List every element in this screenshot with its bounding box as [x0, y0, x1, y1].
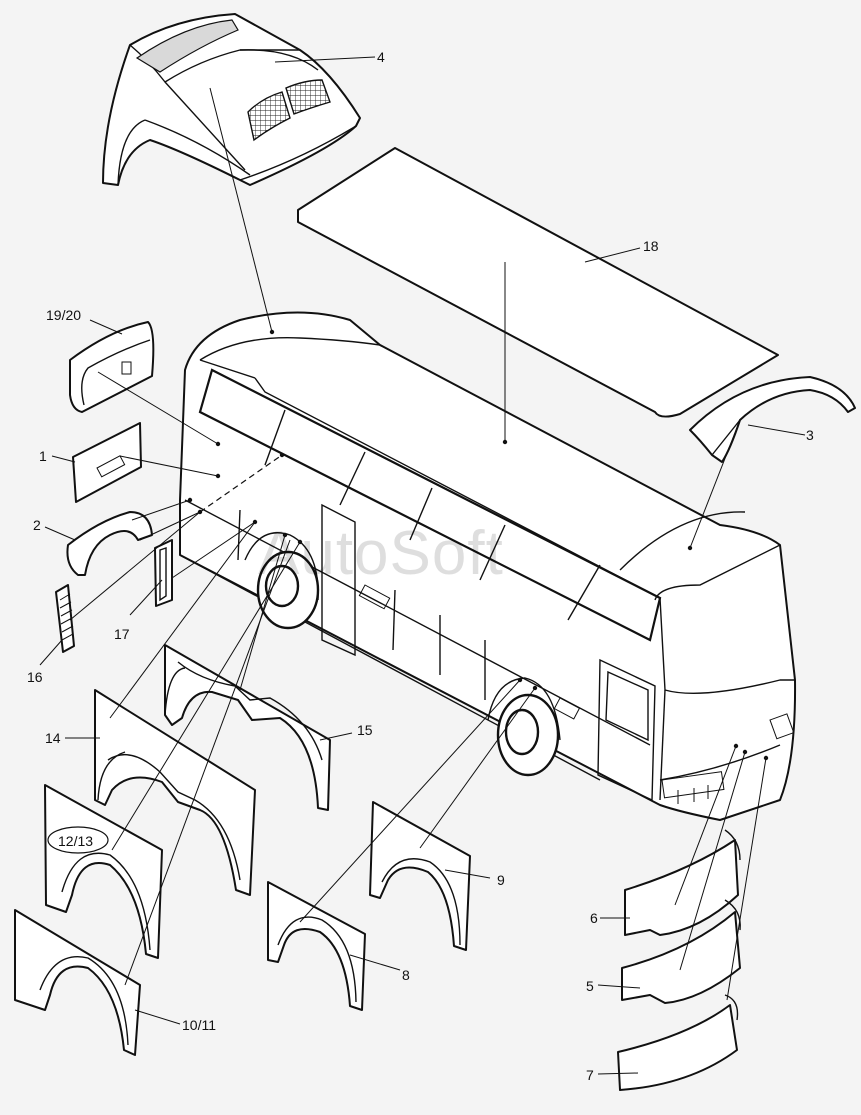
roof-cap-front-grille-right — [285, 79, 331, 115]
callout-18: 18 — [643, 238, 659, 254]
part-18-roof-panel — [297, 147, 779, 418]
watermark: AutoSoft — [258, 519, 504, 588]
callout-9: 9 — [497, 872, 505, 888]
callout-3: 3 — [806, 427, 814, 443]
callout-17: 17 — [114, 626, 130, 642]
part-7-rear-bumper-section — [617, 994, 739, 1091]
callout-19-20: 19/20 — [46, 307, 82, 323]
callout-16: 16 — [27, 669, 43, 685]
part-2-wheel-trim — [66, 511, 153, 576]
callout-12-13-frame — [47, 826, 109, 854]
leader-lines — [39, 56, 806, 1075]
part-5-rear-bumper-section — [621, 899, 741, 1004]
part-16-vent-grille — [55, 584, 75, 653]
callout-7: 7 — [586, 1067, 594, 1083]
part-14-wheel-arch-panel — [94, 689, 256, 896]
part-15-wheel-arch-panel — [164, 644, 331, 811]
part-4-front-roof-cap — [102, 13, 361, 186]
part-17-trim-strip — [154, 539, 173, 607]
callout-2: 2 — [33, 517, 41, 533]
part-8-wheel-arch-panel — [267, 881, 366, 1011]
callout-5: 5 — [586, 978, 594, 994]
callout-10-11: 10/11 — [182, 1017, 216, 1033]
bus-body — [179, 311, 797, 821]
part-6-rear-bumper-section — [624, 829, 741, 936]
callout-14: 14 — [45, 730, 61, 746]
callout-4: 4 — [377, 49, 385, 65]
part-12-13-wheel-arch-panel — [44, 784, 163, 959]
part-3-rear-roof-cap — [689, 376, 856, 463]
part-1-side-panel — [72, 422, 142, 503]
part-19-20-bumper-corner — [69, 321, 155, 413]
callout-6: 6 — [590, 910, 598, 926]
roof-cap-top-grille — [135, 19, 239, 73]
callout-1: 1 — [39, 448, 47, 464]
callout-8: 8 — [402, 967, 410, 983]
part-9-wheel-arch-panel — [369, 801, 471, 951]
roof-cap-front-grille-left — [247, 91, 291, 142]
part-10-11-wheel-arch-panel — [14, 909, 141, 1056]
callout-15: 15 — [357, 722, 373, 738]
callout-12-13: 12/13 — [58, 833, 94, 849]
